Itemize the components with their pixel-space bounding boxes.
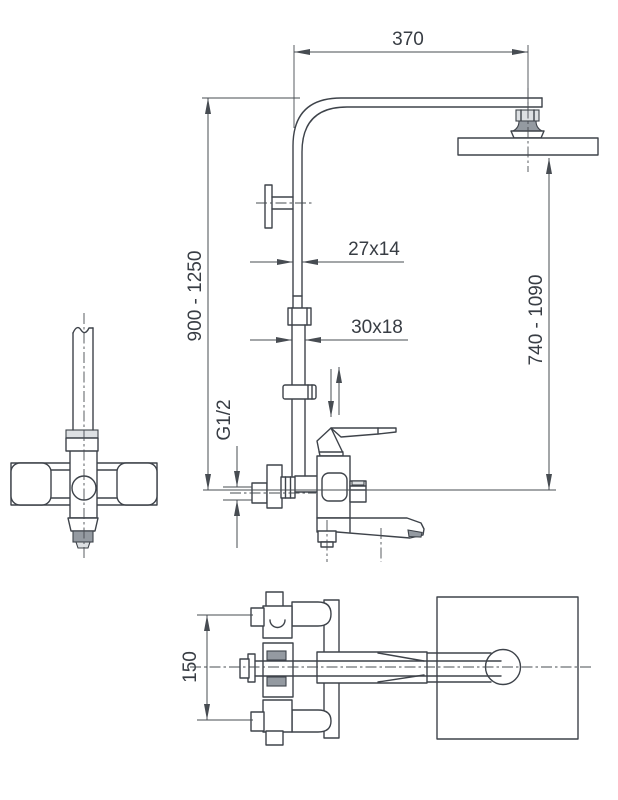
dim-740-1090-label: 740 - 1090	[526, 275, 547, 366]
dimensions: 370 900 - 1250 740 - 1090 27x14 30x18 G1…	[180, 29, 552, 720]
diverter-cap-top-view	[239, 658, 250, 679]
ball-joint-nut	[515, 109, 540, 122]
bottom-inlet-nipple	[265, 730, 284, 746]
hose-outlet	[321, 472, 348, 502]
spout-base-top-view	[316, 651, 428, 684]
bottom-inlet-nut	[250, 711, 265, 732]
bottom-inlet-block	[262, 699, 293, 733]
shower-arm-inner-edge	[301, 106, 543, 309]
mount-arm-right-cap	[116, 462, 158, 506]
bottom-inlet-link	[291, 709, 332, 733]
top-inlet-arc	[269, 619, 286, 629]
pipe-junction	[287, 307, 312, 326]
wall-hex-nut	[280, 476, 296, 499]
body-seal-lower	[266, 676, 287, 687]
top-inlet-link	[291, 601, 332, 627]
top-inlet-block	[262, 605, 293, 639]
top-inlet-nut	[250, 607, 265, 627]
side-pipe-break-line	[72, 326, 94, 334]
wall-escutcheon	[266, 464, 283, 509]
top-view	[239, 591, 579, 746]
tub-spout-aerator	[407, 529, 423, 538]
lever-handle	[330, 427, 397, 438]
spout-chamfer-upper	[377, 652, 425, 662]
mount-arm-left-cap	[10, 462, 52, 506]
side-bottom-nut	[67, 517, 99, 532]
side-collar	[65, 437, 99, 452]
side-bottom-cap	[75, 541, 91, 549]
dim-900-1250-label: 900 - 1250	[185, 251, 206, 342]
dim-30x18-label: 30x18	[351, 317, 403, 338]
slider-collar	[282, 384, 317, 400]
body-seal-upper	[266, 650, 287, 661]
dim-370-label: 370	[392, 29, 424, 50]
side-collar-band	[65, 429, 99, 439]
dim-150-label: 150	[180, 651, 201, 683]
ball-joint-collar	[510, 130, 545, 139]
centerlines	[83, 88, 592, 668]
lever-pivot	[316, 427, 344, 457]
side-bottom-fitting	[72, 530, 94, 543]
wall-bracket-plate	[264, 184, 273, 229]
top-inlet-nipple	[265, 591, 284, 608]
shower-arm-outer-edge	[292, 97, 543, 309]
diverter-knob-cap	[351, 480, 365, 486]
dim-g12-label: G1/2	[214, 399, 235, 440]
side-view	[10, 326, 158, 549]
dim-27x14-label: 27x14	[348, 239, 400, 260]
ball-joint-neck	[512, 120, 543, 132]
